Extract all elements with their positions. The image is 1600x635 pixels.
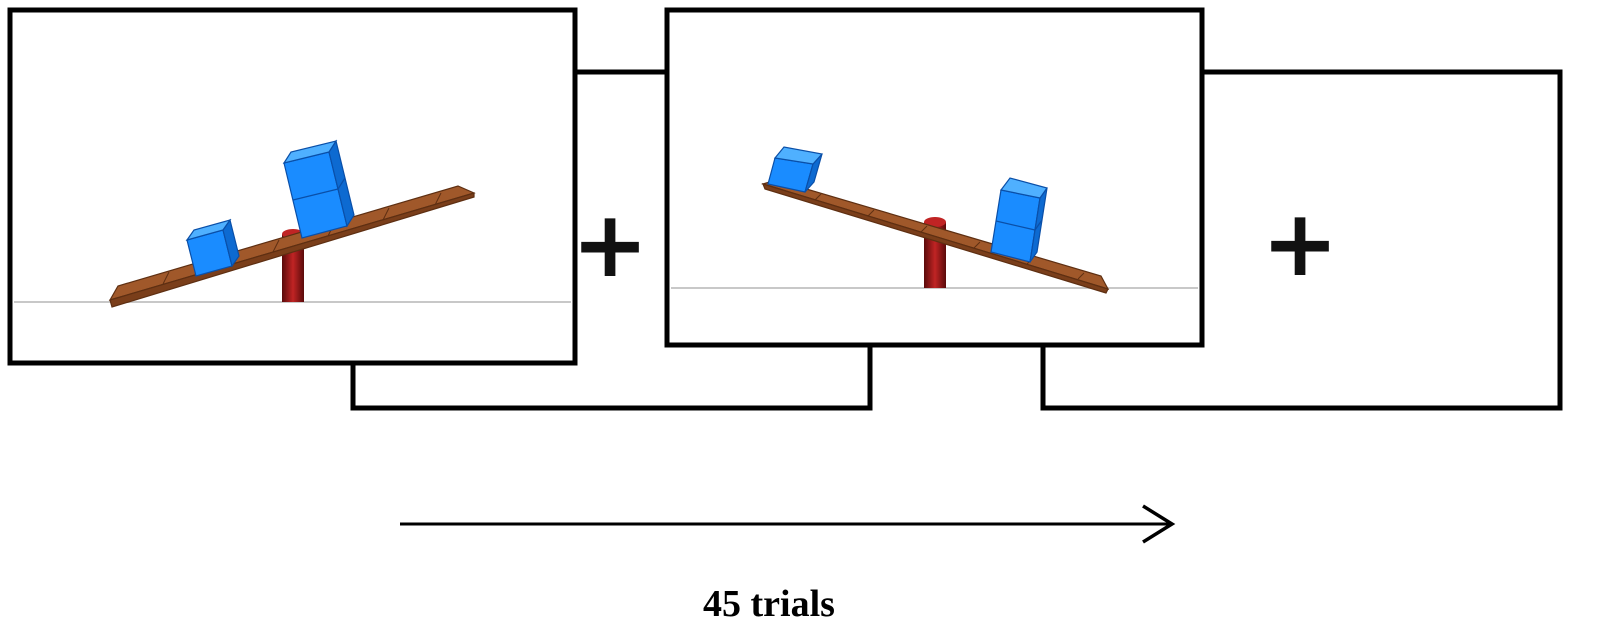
blue-block — [185, 218, 240, 277]
stimulus-frame-2 — [664, 7, 1205, 348]
blue-block-stack — [282, 139, 355, 239]
trial-count-label: 45 trials — [703, 583, 835, 625]
blue-block — [767, 146, 824, 193]
fixation-cross-2: + — [1261, 190, 1338, 297]
blue-block-stack — [990, 177, 1048, 263]
time-arrow — [400, 504, 1176, 544]
fixation-cross-1: + — [571, 191, 648, 298]
stimulus-frame-1 — [7, 7, 578, 366]
stimulus-frame-2-border — [664, 7, 1205, 348]
